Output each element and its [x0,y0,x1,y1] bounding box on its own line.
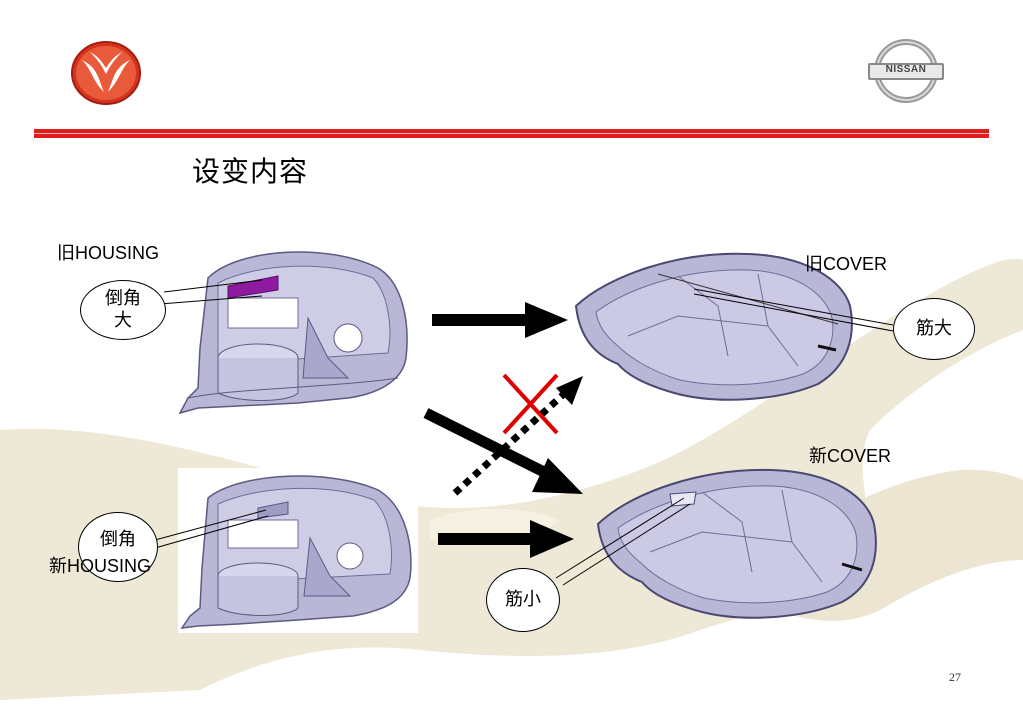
page-number: 27 [949,670,961,685]
old-housing-label: 旧HOUSING [57,242,159,264]
arrow-old-housing-to-old-cover [432,302,568,338]
arrow-new-housing-to-new-cover [438,520,574,558]
old-cover-rib-callout: 筋大 [893,298,975,360]
callout-text: 筋大 [916,318,952,340]
callout-text: 筋小 [505,589,541,611]
new-cover-rib-callout: 筋小 [486,568,560,632]
callout-text: 大 [114,310,132,332]
callout-text: 倒角 [100,529,136,551]
callout-text: 倒角 [105,288,141,310]
old-housing-chamfer-callout: 倒角 大 [80,280,166,340]
new-housing-label: 新HOUSING [49,555,151,577]
new-cover-label: 新COVER [809,445,891,467]
cross-mark-icon [504,375,557,433]
old-cover-label: 旧COVER [805,253,887,275]
arrow-old-housing-to-new-cover [426,413,583,494]
